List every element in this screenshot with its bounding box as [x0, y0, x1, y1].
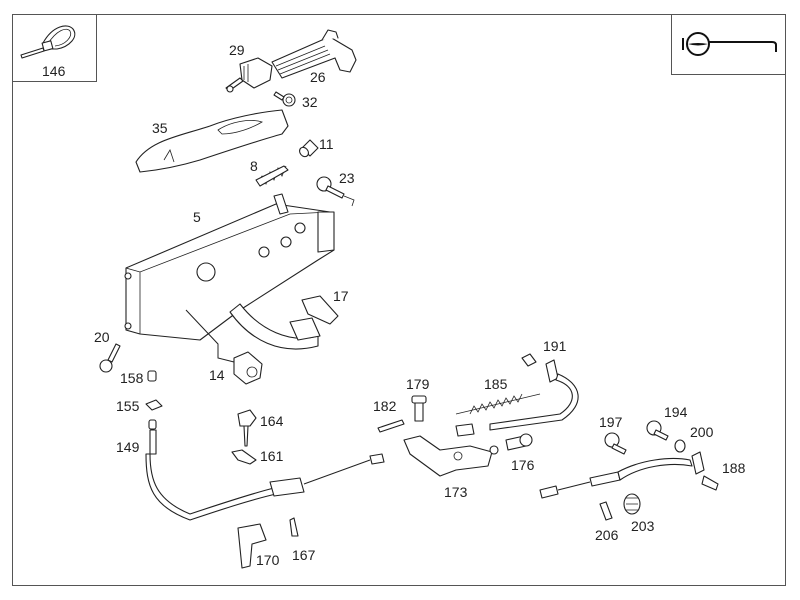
part-20-bolt[interactable] [99, 343, 121, 373]
part-26-pedal-plate[interactable] [271, 29, 357, 79]
part-35-pedal-cover[interactable] [135, 109, 289, 173]
part-label-161: 161 [260, 448, 284, 464]
part-label-170: 170 [256, 552, 280, 568]
part-label-17: 17 [333, 288, 349, 304]
part-191-cable[interactable] [455, 353, 579, 437]
part-170-bracket[interactable] [237, 523, 267, 569]
part-11-bushing[interactable] [298, 139, 319, 158]
diagram-frame [12, 14, 786, 586]
part-155-clip[interactable] [145, 399, 163, 411]
part-label-182: 182 [373, 398, 397, 414]
steering-wheel-lhd-symbol-icon [682, 32, 777, 56]
part-32-screw[interactable] [273, 91, 296, 107]
part-label-167: 167 [292, 547, 316, 563]
part-188-cable[interactable] [539, 451, 719, 499]
part-14-bushing[interactable] [185, 309, 263, 385]
part-176-bolt[interactable] [505, 433, 533, 451]
part-label-35: 35 [152, 120, 168, 136]
part-164-screw[interactable] [237, 409, 257, 447]
part-label-203: 203 [631, 518, 655, 534]
part-167-clip[interactable] [289, 517, 299, 537]
part-label-29: 29 [229, 42, 245, 58]
part-label-197: 197 [599, 414, 623, 430]
part-5-pedal-bracket[interactable] [124, 193, 335, 350]
part-label-158: 158 [120, 370, 144, 386]
part-182-cotter-pin[interactable] [377, 419, 405, 433]
cable-tie-icon [20, 25, 76, 59]
part-label-149: 149 [116, 439, 140, 455]
part-label-14: 14 [209, 367, 225, 383]
part-149-cable[interactable] [145, 419, 385, 521]
part-29-switch[interactable] [225, 57, 273, 93]
part-label-8: 8 [250, 158, 258, 174]
part-206-clip[interactable] [599, 501, 613, 521]
part-label-23: 23 [339, 170, 355, 186]
part-label-173: 173 [444, 484, 468, 500]
part-8-spring[interactable] [255, 165, 289, 187]
part-label-155: 155 [116, 398, 140, 414]
inset-part-146[interactable]: 146 [12, 14, 97, 82]
part-label-176: 176 [511, 457, 535, 473]
part-179-pin[interactable] [411, 395, 427, 422]
part-label-206: 206 [595, 527, 619, 543]
part-label-26: 26 [310, 69, 326, 85]
part-197-bolt[interactable] [604, 432, 627, 455]
part-label-179: 179 [406, 376, 430, 392]
part-17-pedal-pad[interactable] [301, 295, 339, 325]
part-173-lever[interactable] [403, 435, 499, 477]
part-label-5: 5 [193, 209, 201, 225]
part-161-clip[interactable] [231, 449, 257, 465]
part-label-188: 188 [722, 460, 746, 476]
part-200-washer[interactable] [674, 439, 686, 453]
part-158-clip[interactable] [147, 370, 157, 382]
inset-steering-symbol [671, 14, 786, 75]
part-label-11: 11 [319, 136, 334, 152]
part-203-bushing[interactable] [623, 493, 641, 515]
part-194-bolt[interactable] [646, 420, 669, 441]
part-label-194: 194 [664, 404, 688, 420]
part-23-bolt[interactable] [316, 176, 355, 207]
part-label-200: 200 [690, 424, 714, 440]
part-label-164: 164 [260, 413, 284, 429]
part-185-spring[interactable] [455, 393, 541, 415]
part-label-191: 191 [543, 338, 567, 354]
part-label-185: 185 [484, 376, 508, 392]
part-label-20: 20 [94, 329, 110, 345]
part-label-32: 32 [302, 94, 318, 110]
part-label-146: 146 [42, 63, 66, 79]
